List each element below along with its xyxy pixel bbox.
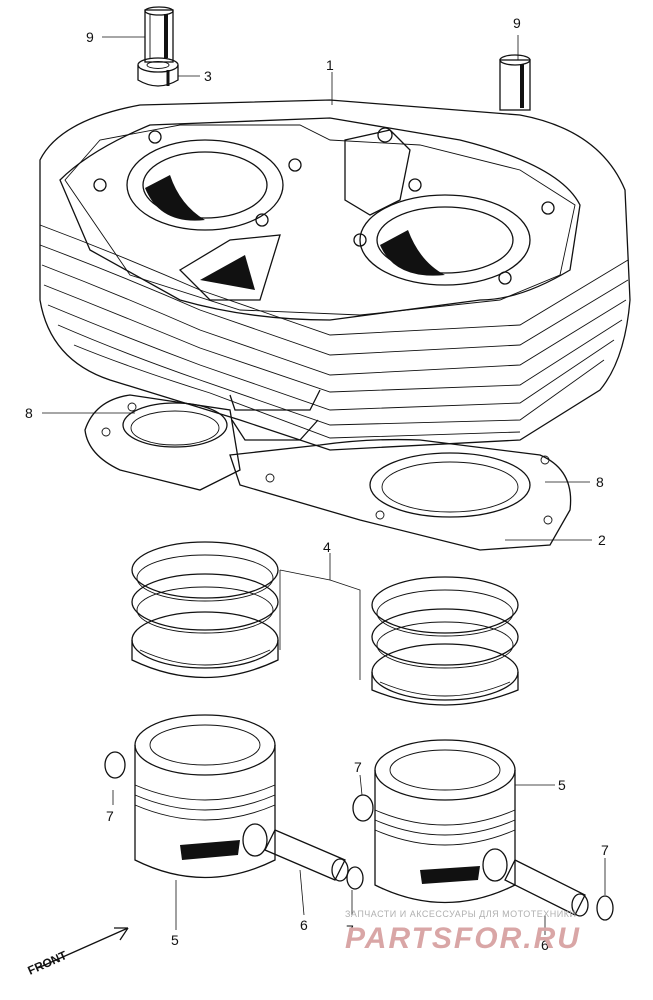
piston-pin-right — [504, 859, 589, 917]
callout-5-right: 5 — [558, 777, 566, 793]
watermark: ЗАПЧАСТИ И АКСЕССУАРЫ ДЛЯ МОТОТЕХНИКИ PA… — [345, 909, 581, 955]
piston-left — [134, 714, 276, 879]
callout-9-left: 9 — [86, 29, 94, 45]
callout-1: 1 — [326, 57, 334, 73]
callout-5-left: 5 — [171, 932, 179, 948]
circlip-1 — [104, 751, 126, 779]
dowel-pin-left — [144, 6, 174, 63]
cylinder-block — [39, 99, 631, 451]
piston-right — [374, 739, 516, 904]
callout-7-a: 7 — [106, 808, 114, 824]
callout-7-b: 7 — [354, 759, 362, 775]
callout-9-right: 9 — [513, 15, 521, 31]
circlip-2 — [352, 794, 374, 822]
piston-ring-set-right — [371, 576, 519, 706]
leader-lines — [42, 35, 606, 935]
base-gasket-left — [84, 394, 241, 491]
circlip-4 — [596, 895, 614, 921]
callout-6-right: 6 — [541, 937, 549, 953]
collar-bushing — [137, 57, 179, 87]
piston-ring-set-left — [131, 541, 279, 679]
circlip-3 — [346, 866, 364, 890]
dowel-pin-right — [499, 54, 531, 111]
callout-6-left: 6 — [300, 917, 308, 933]
front-label: FRONT — [26, 948, 70, 978]
callout-7-d: 7 — [346, 922, 354, 938]
callout-7-c: 7 — [601, 842, 609, 858]
callout-8-left: 8 — [25, 405, 33, 421]
callout-3: 3 — [204, 68, 212, 84]
callout-4: 4 — [323, 539, 331, 555]
watermark-brand: PARTSFOR.RU — [345, 922, 581, 955]
watermark-tagline: ЗАПЧАСТИ И АКСЕССУАРЫ ДЛЯ МОТОТЕХНИКИ — [345, 909, 576, 919]
callout-2: 2 — [598, 532, 606, 548]
callout-8-right: 8 — [596, 474, 604, 490]
piston-pin-left — [264, 829, 349, 882]
callout-numbers: 9 3 9 1 8 8 2 4 7 7 7 7 5 5 6 6 — [25, 15, 609, 953]
front-direction-arrow: FRONT — [26, 927, 129, 978]
cylinder-base-gasket — [229, 438, 572, 551]
